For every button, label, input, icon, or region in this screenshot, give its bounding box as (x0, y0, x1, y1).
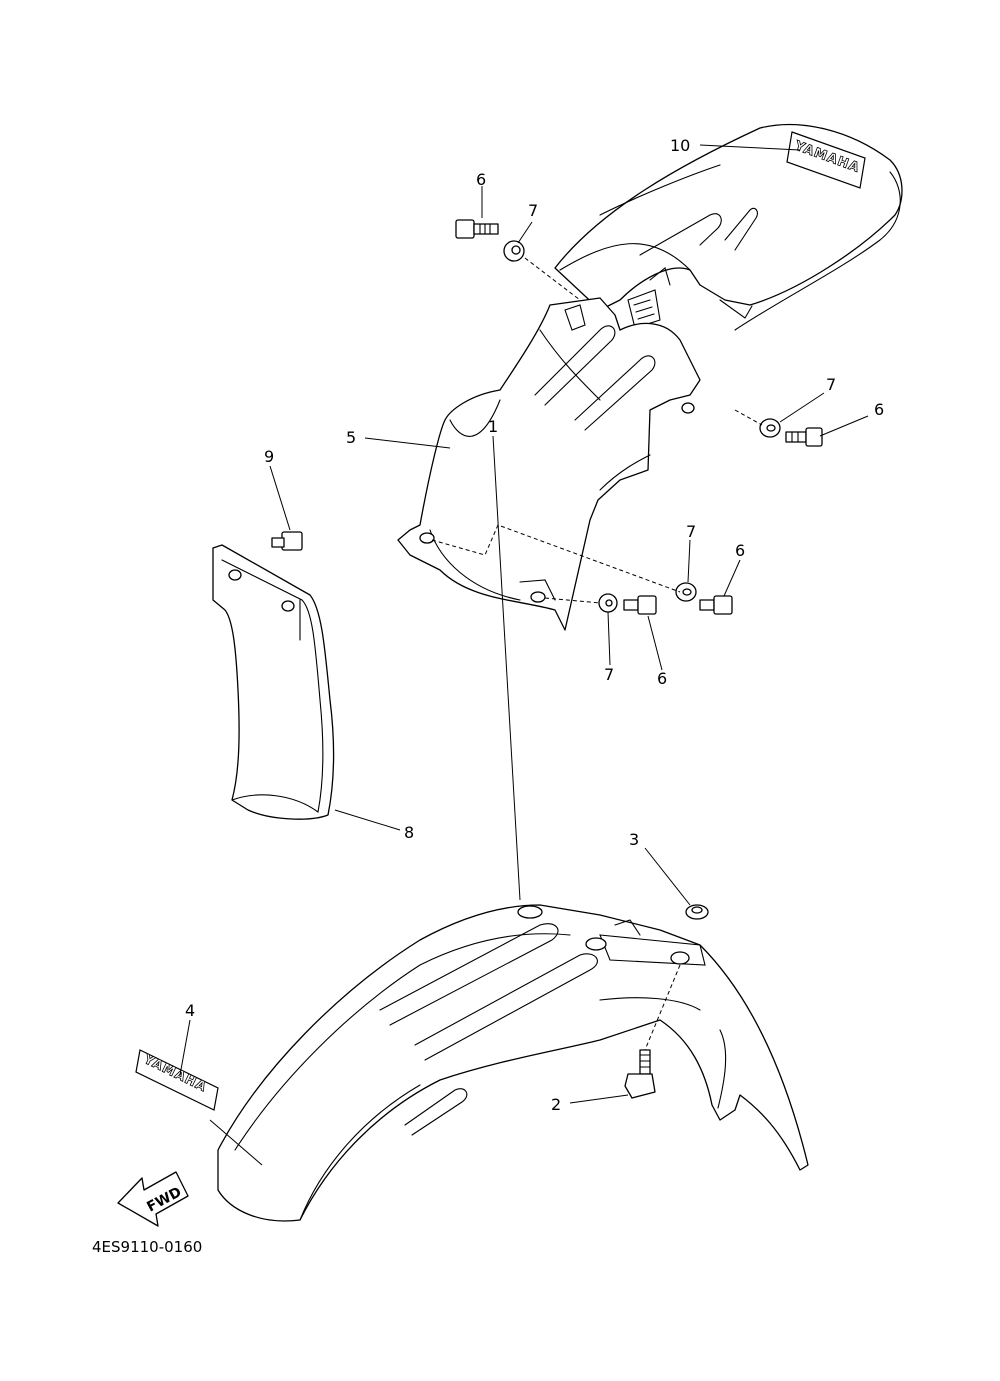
callout-6-right: 6 (874, 400, 884, 419)
callout-6-lower: 6 (657, 669, 667, 688)
callout-6-top: 6 (476, 170, 486, 189)
callout-8: 8 (404, 823, 414, 842)
callout-7-lower-right: 7 (686, 522, 696, 541)
bolt-6-lower (623, 595, 657, 615)
bolt-9 (271, 531, 303, 551)
bolt-2 (624, 1049, 656, 1099)
bolt-6-right (785, 427, 823, 447)
rear-fender-logo: YAMAHA (786, 131, 866, 189)
bolt-6-lower-right (699, 595, 733, 615)
forward-direction-arrow: FWD (117, 1171, 189, 1227)
mud-flap (212, 544, 335, 820)
front-fender-decal: YAMAHA (135, 1049, 219, 1111)
callout-7-right: 7 (826, 375, 836, 394)
callout-4: 4 (185, 1001, 195, 1020)
callout-2: 2 (551, 1095, 561, 1114)
callout-3: 3 (629, 830, 639, 849)
bolt-6-top (455, 219, 499, 239)
callout-6-lower-right: 6 (735, 541, 745, 560)
callout-10: 10 (670, 136, 690, 155)
collar-7-top (503, 240, 525, 262)
rear-fender: YAMAHA (554, 123, 903, 331)
front-fender (217, 904, 809, 1222)
rear-fender-inner (397, 267, 701, 631)
callouts: 10 6 7 7 6 5 9 7 6 7 6 8 1 3 4 2 (185, 136, 884, 1114)
leader-lines (179, 144, 869, 1166)
document-id: 4ES9110-0160 (92, 1238, 202, 1256)
callout-9: 9 (264, 447, 274, 466)
callout-7-lower: 7 (604, 665, 614, 684)
fasteners (271, 219, 823, 1099)
callout-1: 1 (488, 417, 498, 436)
collar-7-lower-right (675, 582, 697, 602)
callout-5: 5 (346, 428, 356, 447)
collar-7-lower (598, 593, 618, 613)
grommet-3 (685, 904, 709, 920)
collar-7-right (759, 418, 781, 438)
assembly-lines (431, 257, 763, 1051)
callout-7-top: 7 (528, 201, 538, 220)
